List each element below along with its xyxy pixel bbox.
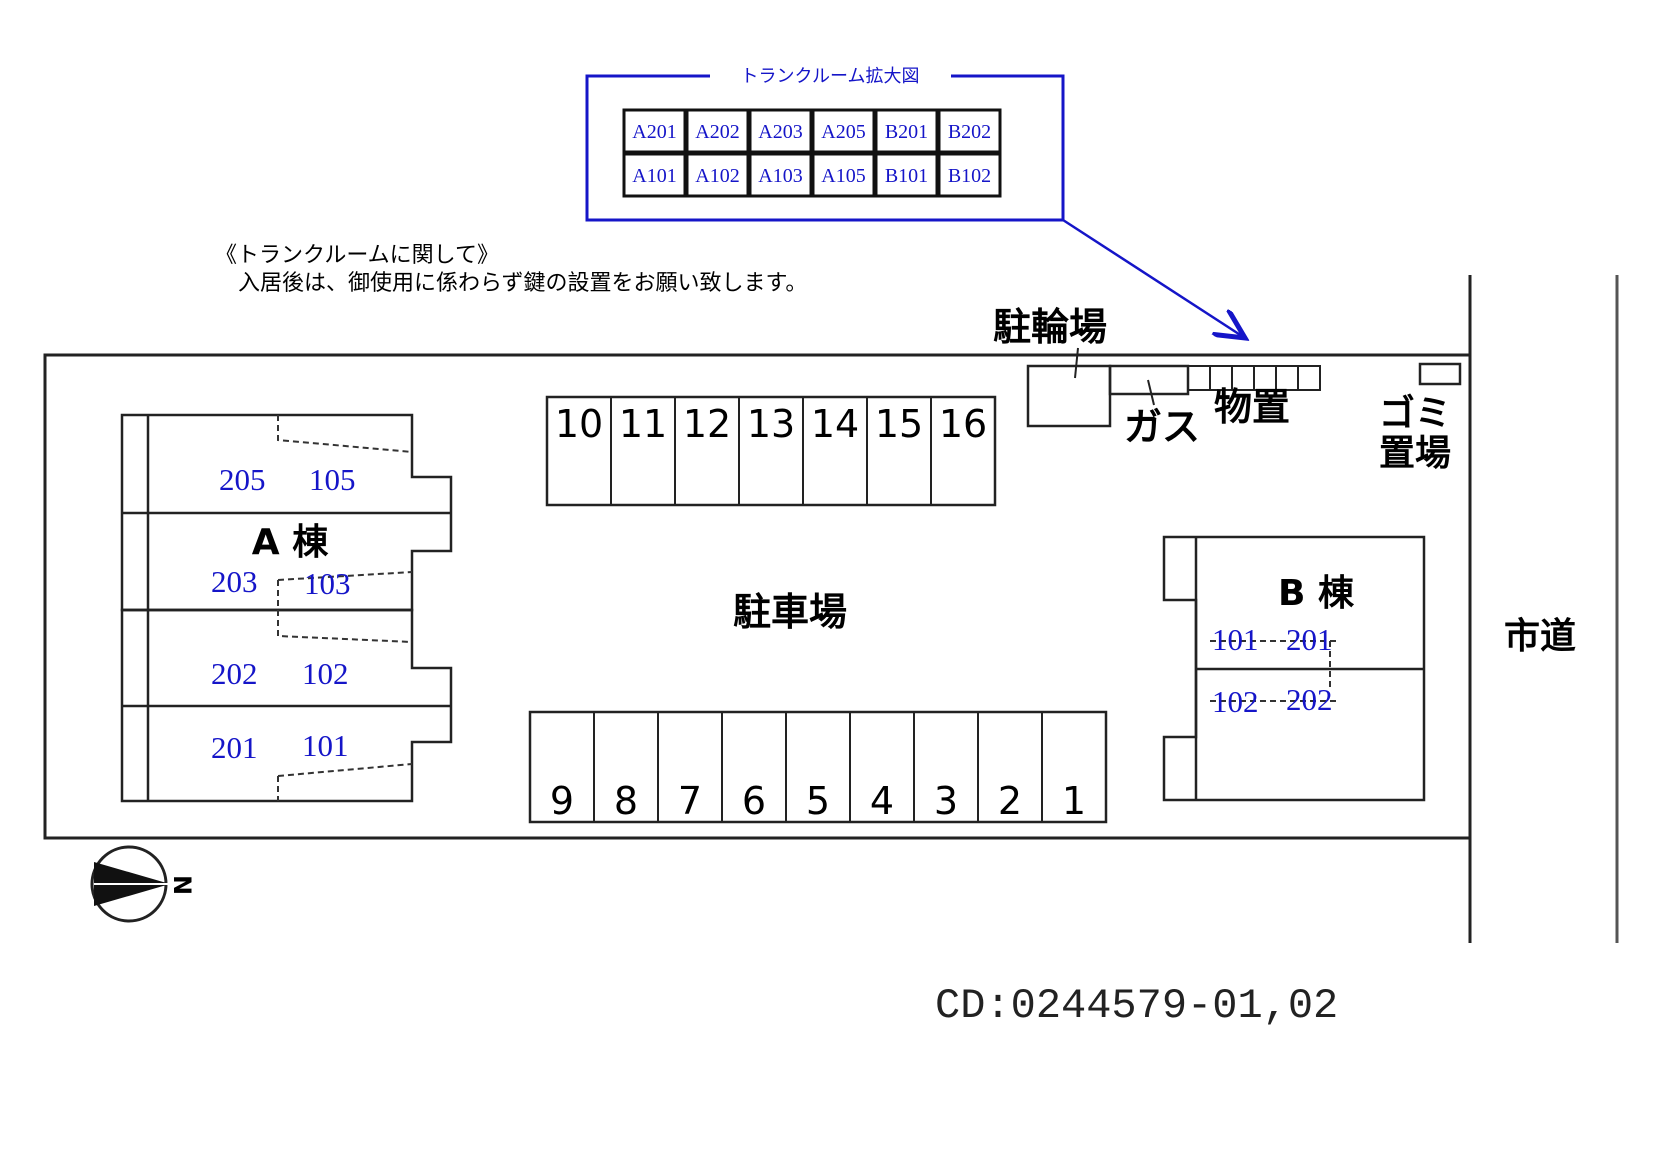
trunk-cell-a102: A102: [695, 165, 739, 187]
storage-locker: [1187, 365, 1211, 391]
trunk-cell-box: [622, 152, 687, 198]
bicycle-storage-area: [1026, 347, 1462, 428]
parking-space-1: 1: [1062, 779, 1086, 823]
trunk-cell-b201: B201: [885, 121, 928, 143]
trunk-room-title: トランクルーム拡大図: [741, 66, 920, 87]
parking-space-11: 11: [619, 402, 667, 446]
parking-space-12: 12: [683, 402, 731, 446]
trunk-cell-b202: B202: [948, 121, 991, 143]
parking-space-13: 13: [747, 402, 795, 446]
trunk-cell-a105: A105: [821, 165, 865, 187]
building-a-label: A 棟: [252, 522, 329, 563]
trunk-cell-box: [748, 108, 813, 154]
unit-a-105: 105: [309, 462, 356, 497]
unit-a-101: 101: [302, 728, 349, 763]
city-road-label: 市道: [1504, 616, 1576, 657]
unit-a-201: 201: [211, 730, 258, 765]
unit-a-102: 102: [302, 656, 349, 691]
trunk-cell-a101: A101: [632, 165, 676, 187]
storage-label: 物置: [1214, 385, 1290, 429]
trunk-cell-box: [685, 108, 750, 154]
building-b-label: B 棟: [1278, 573, 1355, 614]
bicycle-shed: [1026, 364, 1112, 428]
storage-lockers: [1187, 365, 1321, 391]
parking-space-15: 15: [875, 402, 923, 446]
garbage-label-bottom: 置場: [1379, 433, 1451, 474]
parking-space-5: 5: [806, 779, 830, 823]
trunk-cell-a205: A205: [821, 121, 865, 143]
trunk-cell-a103: A103: [758, 165, 802, 187]
building-b-units: 101 201 102 202: [1212, 622, 1333, 719]
trunk-room-arrow: [1062, 218, 1245, 338]
trunk-cell-box: [811, 152, 876, 198]
parking-space-7: 7: [678, 779, 702, 823]
notice-body: 入居後は、御使用に係わらず鍵の設置をお願い致します。: [238, 271, 807, 296]
building-a: [120, 413, 453, 803]
parking-space-6: 6: [742, 779, 766, 823]
parking-space-4: 4: [870, 779, 894, 823]
parking-label: 駐車場: [733, 590, 847, 634]
trunk-cell-box: [622, 108, 687, 154]
trunk-cell-box: [748, 152, 813, 198]
parking-space-8: 8: [614, 779, 638, 823]
trunk-cell-box: [937, 108, 1002, 154]
trunk-cell-a202: A202: [695, 121, 739, 143]
trunk-cell-b101: B101: [885, 165, 928, 187]
parking-space-16: 16: [939, 402, 987, 446]
parking-space-10: 10: [555, 402, 603, 446]
parking-row-top: 10 11 12 13 14 15 16: [545, 395, 997, 507]
bicycle-parking-label: 駐輪場: [993, 305, 1107, 349]
notice-heading: 《トランクルームに関して》: [215, 243, 499, 268]
trunk-cell-box: [937, 152, 1002, 198]
unit-a-205: 205: [219, 462, 266, 497]
garbage-label-top: ゴミ: [1379, 392, 1451, 434]
unit-b-101: 101: [1212, 622, 1259, 657]
north-label: N: [168, 875, 196, 895]
building-b: [1162, 535, 1426, 802]
parking-space-2: 2: [998, 779, 1022, 823]
trunk-cell-a201: A201: [632, 121, 676, 143]
gas-label: ガス: [1124, 405, 1200, 449]
trunk-cell-box: [874, 152, 939, 198]
trunk-cell-box: [874, 108, 939, 154]
north-compass-icon: [90, 845, 170, 923]
trunk-cell-box: [811, 108, 876, 154]
unit-a-203: 203: [211, 564, 258, 599]
unit-a-202: 202: [211, 656, 258, 691]
trunk-cell-a203: A203: [758, 121, 802, 143]
unit-a-103: 103: [304, 566, 351, 601]
garbage-bin: [1418, 362, 1462, 386]
unit-b-202: 202: [1286, 682, 1333, 717]
property-code: CD:0244579-01,02: [935, 982, 1338, 1030]
parking-space-3: 3: [934, 779, 958, 823]
trunk-cell-b102: B102: [948, 165, 991, 187]
unit-b-102: 102: [1212, 684, 1259, 719]
storage-locker: [1297, 365, 1321, 391]
trunk-cell-box: [685, 152, 750, 198]
parking-space-9: 9: [550, 779, 574, 823]
parking-space-14: 14: [811, 402, 859, 446]
unit-b-201: 201: [1286, 622, 1333, 657]
building-a-units: 205 105 203 103 202 102 201 101: [211, 462, 356, 765]
